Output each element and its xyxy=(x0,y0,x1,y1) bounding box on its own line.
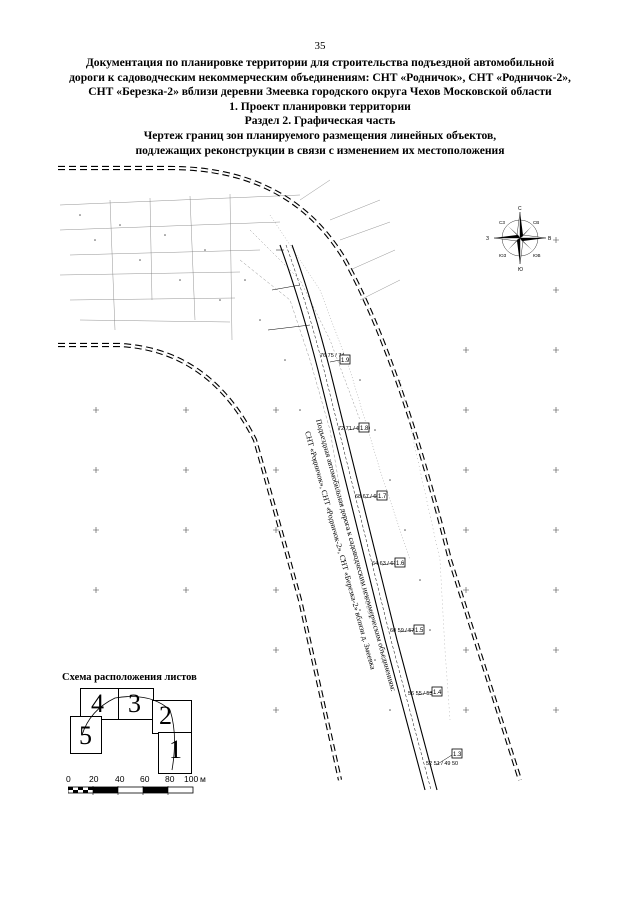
marker-1-5: 60 59 / 57 58 1.5 xyxy=(390,624,425,635)
sheet-5: 5 xyxy=(70,716,102,754)
scale-bar-graphic xyxy=(68,786,194,795)
document-title: Документация по планировке территории дл… xyxy=(40,56,600,158)
marker-id: 1.9 xyxy=(341,358,350,364)
compass-w: З xyxy=(486,236,489,242)
scale-tick-40: 40 xyxy=(115,774,125,784)
survey-dots xyxy=(79,214,431,711)
sheet-schema-label: Схема расположения листов xyxy=(62,672,197,683)
road-corridor xyxy=(267,244,438,791)
marker-id: 1.7 xyxy=(378,494,387,500)
marker-points: 76 75 / 74 xyxy=(320,353,344,359)
compass-e: В xyxy=(548,236,552,242)
marker-1-8: 72 71 / 69 70 1.8 xyxy=(338,422,370,433)
sheet-number: 1 xyxy=(169,735,182,764)
marker-1-3: 52 51 / 49 50 1.3 xyxy=(426,748,463,767)
compass-n: С xyxy=(518,206,522,212)
sheet-4: 4 xyxy=(80,688,120,720)
marker-id: 1.3 xyxy=(453,752,462,758)
zone-boundary-inner xyxy=(58,167,521,781)
scale-tick-0: 0 xyxy=(66,774,71,784)
scale-tick-60: 60 xyxy=(140,774,150,784)
compass-nw: СЗ xyxy=(499,220,505,225)
marker-1-4: 56 55 / 53 54 1.4 xyxy=(408,686,443,697)
sheet-schema-route xyxy=(81,696,175,771)
marker-id: 1.6 xyxy=(396,561,405,567)
sheet-2: 2 xyxy=(152,700,192,734)
scale-tick-20: 20 xyxy=(89,774,99,784)
title-line-2: дороги к садоводческим некоммерческим об… xyxy=(69,70,571,84)
title-line-5: Раздел 2. Графическая часть xyxy=(244,114,396,128)
road-label-1: Подъездная автомобильная дорога к садово… xyxy=(314,418,398,692)
section-markers: 76 75 / 74 1.9 72 71 / 69 70 1.8 68 67 /… xyxy=(320,353,463,767)
marker-points: 56 55 / 53 54 xyxy=(408,691,440,697)
page-number: 35 xyxy=(314,40,326,52)
sheet-number: 5 xyxy=(79,721,92,750)
sheet-3: 3 xyxy=(118,688,154,720)
scale-unit: м xyxy=(200,774,206,784)
sheet-1: 1 xyxy=(158,732,192,774)
title-line-1: Документация по планировке территории дл… xyxy=(85,56,555,69)
marker-id: 1.8 xyxy=(360,426,369,432)
compass-ne: СВ xyxy=(533,220,539,225)
territory-drawing: Подъездная автомобильная дорога к садово… xyxy=(58,165,559,791)
compass-s: Ю xyxy=(518,267,523,273)
marker-id: 1.4 xyxy=(433,690,442,696)
compass-rose-icon: С Ю В З СВ СЗ ЮВ ЮЗ xyxy=(486,206,552,273)
road-label-2: СНТ «Родничок», СНТ «Родничок-2», СНТ «Б… xyxy=(303,430,378,671)
title-line-7: подлежащих реконструкции в связи с измен… xyxy=(135,143,505,157)
survey-background xyxy=(59,179,451,721)
scale-bar: 0 20 40 60 80 100 м xyxy=(60,774,210,804)
marker-1-7: 68 67 / 65 66 1.7 xyxy=(355,490,388,501)
compass-se: ЮВ xyxy=(533,253,541,258)
grid-crosses xyxy=(93,237,559,713)
marker-id: 1.5 xyxy=(415,628,424,634)
sheet-number: 4 xyxy=(91,689,104,718)
title-line-3: СНТ «Березка-2» вблизи деревни Змеевка г… xyxy=(88,85,552,99)
marker-1-9: 76 75 / 74 1.9 xyxy=(320,353,351,365)
scale-tick-100: 100 xyxy=(184,774,199,784)
title-line-4: 1. Проект планировки территории xyxy=(229,99,411,113)
compass-sw: ЮЗ xyxy=(499,253,507,258)
scale-tick-80: 80 xyxy=(165,774,175,784)
title-line-6: Чертеж границ зон планируемого размещени… xyxy=(143,128,497,142)
marker-1-6: 64 63 / 61 62 1.6 xyxy=(372,557,406,568)
marker-points: 52 51 / 49 50 xyxy=(426,761,458,767)
